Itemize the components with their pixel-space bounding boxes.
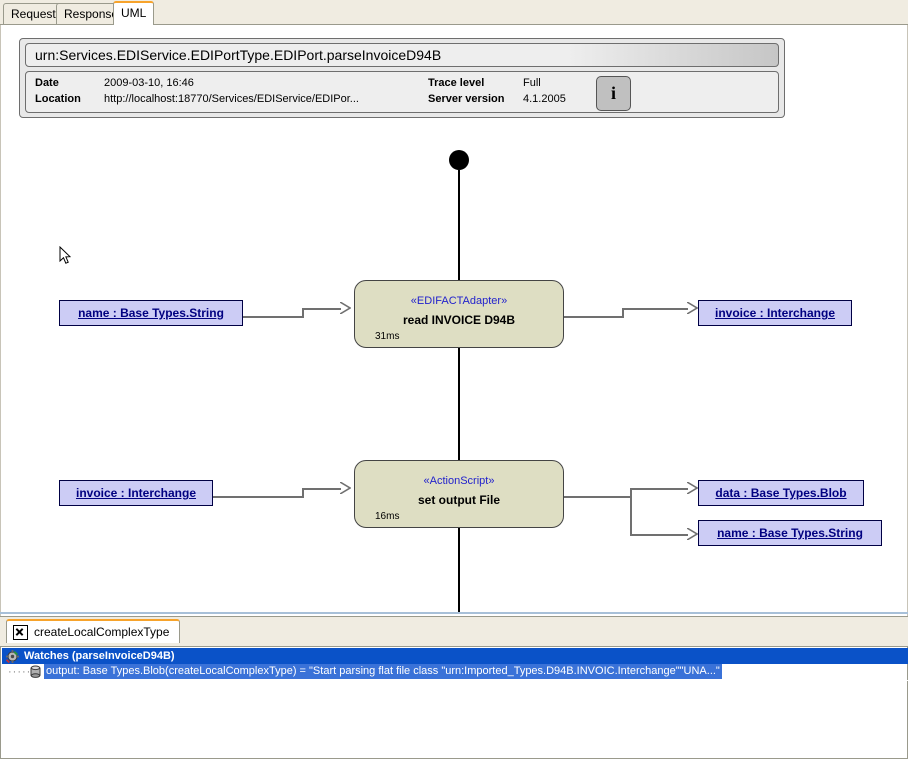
info-icon[interactable]: i [596,76,631,111]
server-version-label: Server version [428,93,505,105]
output-pin-data-blob[interactable]: data : Base Types.Blob [698,480,864,506]
action-node-set-output-file[interactable]: «ActionScript» set output File 16ms [354,460,564,528]
connector-out2b-drop [630,488,632,536]
connector-out1-jog [622,308,624,318]
connector-out1-seg-a [564,316,624,318]
connector-out2-trunk [564,496,632,498]
connector-in2-arrowhead [340,482,351,494]
location-label: Location [35,93,81,105]
control-flow-action1-to-action2 [458,348,460,469]
trace-info-panel: urn:Services.EDIService.EDIPortType.EDIP… [19,38,785,118]
connector-in2-seg-a [213,496,304,498]
watches-panel: Watches (parseInvoiceD94B) ····· output:… [0,646,908,759]
trace-info-body: Date 2009-03-10, 16:46 Location http://l… [25,71,779,113]
trace-operation-title: urn:Services.EDIService.EDIPortType.EDIP… [25,43,779,67]
bottom-tab-strip: createLocalComplexType [0,616,908,646]
action1-duration: 31ms [375,331,400,342]
control-flow-action2-to-next [458,528,460,613]
watch-expression-value: output: Base Types.Blob(createLocalCompl… [44,664,722,679]
variable-cylinder-icon [30,665,41,678]
tab-response[interactable]: Response [56,3,127,24]
action-node-read-invoice[interactable]: «EDIFACTAdapter» read INVOICE D94B 31ms [354,280,564,348]
connector-out2b-seg [630,534,688,536]
date-label: Date [35,77,59,89]
top-tab-strip: Request Response UML [0,0,908,25]
trace-level-label: Trace level [428,77,485,89]
bottom-tab-label: createLocalComplexType [34,625,170,639]
trace-level-value: Full [523,77,541,89]
connector-in2-seg-b [302,488,341,490]
connector-out1-arrowhead [687,302,698,314]
action2-duration: 16ms [375,511,400,522]
location-value: http://localhost:18770/Services/EDIServi… [104,93,359,105]
connector-in1-jog [302,308,304,318]
watches-header: Watches (parseInvoiceD94B) [2,648,908,664]
connector-in1-seg-a [243,316,304,318]
uml-diagram-canvas[interactable]: urn:Services.EDIService.EDIPortType.EDIP… [0,25,908,616]
close-x-icon[interactable] [13,624,28,640]
connector-in1-seg-b [302,308,341,310]
tab-uml[interactable]: UML [113,1,155,25]
action1-stereotype: «EDIFACTAdapter» [410,295,508,307]
connector-out2b-arrowhead [687,528,698,540]
connector-in2-jog [302,488,304,498]
connector-in1-arrowhead [340,302,351,314]
output-pin-invoice-interchange[interactable]: invoice : Interchange [698,300,852,326]
action1-name: read INVOICE D94B [402,313,516,327]
output-pin-name-string[interactable]: name : Base Types.String [698,520,882,546]
tree-connector-dots: ····· [8,665,32,678]
arrow-cursor [59,246,71,264]
input-pin-invoice-interchange[interactable]: invoice : Interchange [59,480,213,506]
watch-row[interactable]: ····· output: Base Types.Blob(createLoca… [2,664,908,679]
action2-name: set output File [418,493,500,507]
bottom-tab-createlocalcomplextype[interactable]: createLocalComplexType [6,619,181,643]
initial-node-filled-circle [449,150,469,170]
input-pin-name-string[interactable]: name : Base Types.String [59,300,243,326]
watches-header-label: Watches (parseInvoiceD94B) [24,650,175,662]
connector-out2a-arrowhead [687,482,698,494]
watches-gear-icon [6,649,19,663]
connector-out2a-seg [630,488,688,490]
action2-stereotype: «ActionScript» [423,475,495,487]
canvas-bottom-divider [0,612,908,614]
watches-body-separator [2,680,908,681]
date-value: 2009-03-10, 16:46 [104,77,194,89]
tab-request[interactable]: Request [3,3,64,24]
connector-out1-seg-b [622,308,688,310]
control-flow-initial-to-action1 [458,170,460,291]
server-version-value: 4.1.2005 [523,93,566,105]
